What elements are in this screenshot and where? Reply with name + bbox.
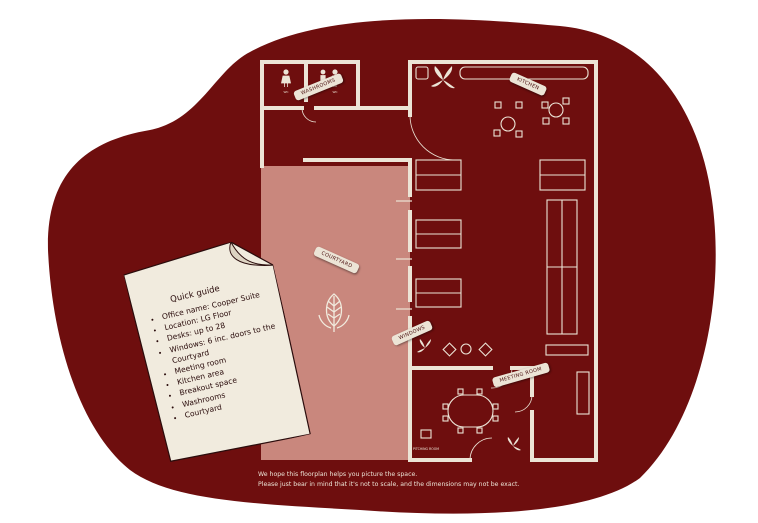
side-cabinet (576, 371, 590, 415)
disclaimer-note: We hope this floorplan helps you picture… (258, 470, 519, 490)
disclaimer-line-2: Please just bear in mind that it's not t… (258, 481, 520, 488)
round-table-1 (493, 101, 523, 138)
meeting-table (442, 388, 499, 434)
pitching-stand (420, 429, 432, 439)
female-wc-icon: WC (281, 69, 291, 94)
plant-icon-meeting (507, 437, 521, 451)
door-swing-washroom (301, 107, 317, 123)
svg-text:WC: WC (283, 90, 288, 94)
media-unit (545, 344, 589, 356)
svg-text:WC: WC (332, 90, 337, 94)
leaf-icon (318, 293, 350, 332)
office-outer-walls (408, 60, 598, 462)
window-marks (396, 200, 412, 310)
breakout-seats (442, 342, 493, 357)
kitchen-appliance (415, 66, 429, 80)
plant-icon-breakout (417, 339, 431, 353)
corridor-walls (260, 106, 412, 168)
door-swing-pitch (469, 437, 493, 461)
washroom-walls (260, 60, 360, 154)
door-swing-meeting-side (514, 394, 533, 413)
round-table-2 (541, 97, 570, 125)
plant-icon-kitchen (431, 66, 455, 89)
pitching-room-label: PITCHING ROOM (413, 447, 439, 451)
door-swing-office (409, 114, 456, 161)
guide-paper (122, 240, 311, 462)
disclaimer-line-1: We hope this floorplan helps you picture… (258, 471, 418, 478)
quick-guide-card: Quick guide Office name: Cooper Suite Lo… (122, 234, 312, 467)
